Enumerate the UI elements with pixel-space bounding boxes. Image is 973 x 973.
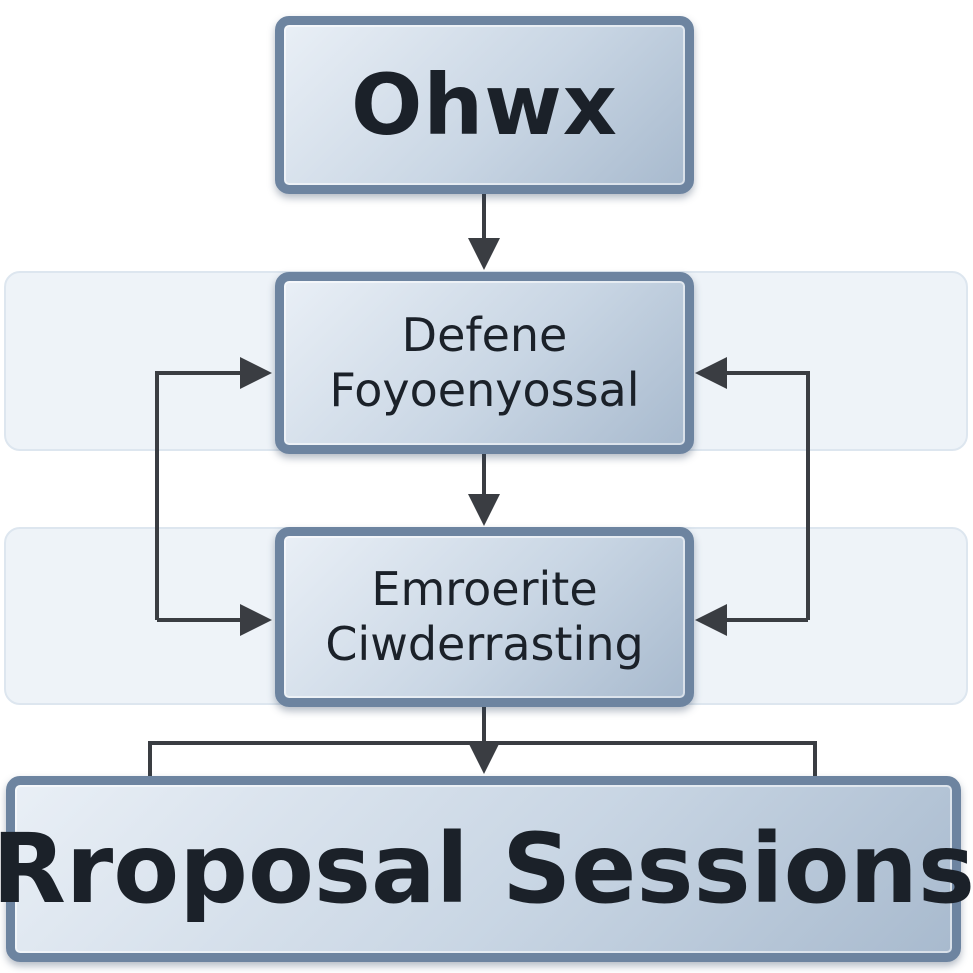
node-middle-1: Defene Foyoenyossal [275, 272, 694, 454]
node-middle-1-line2: Foyoenyossal [329, 363, 640, 417]
node-middle-2: Emroerite Ciwderrasting [275, 527, 694, 707]
right-loop-to-mid1 [695, 357, 810, 620]
bottom-bracket-line [148, 741, 817, 776]
node-top-label: Ohwx [351, 56, 618, 154]
node-middle-2-line1: Emroerite [371, 561, 598, 616]
left-loop-to-mid1 [155, 357, 272, 620]
node-middle-1-line1: Defene [401, 307, 568, 362]
node-bottom-label: Rroposal Sessions [0, 813, 973, 925]
node-top: Ohwx [275, 16, 694, 194]
node-middle-2-line2: Ciwderrasting [325, 617, 644, 671]
node-bottom: Rroposal Sessions [0, 776, 973, 962]
